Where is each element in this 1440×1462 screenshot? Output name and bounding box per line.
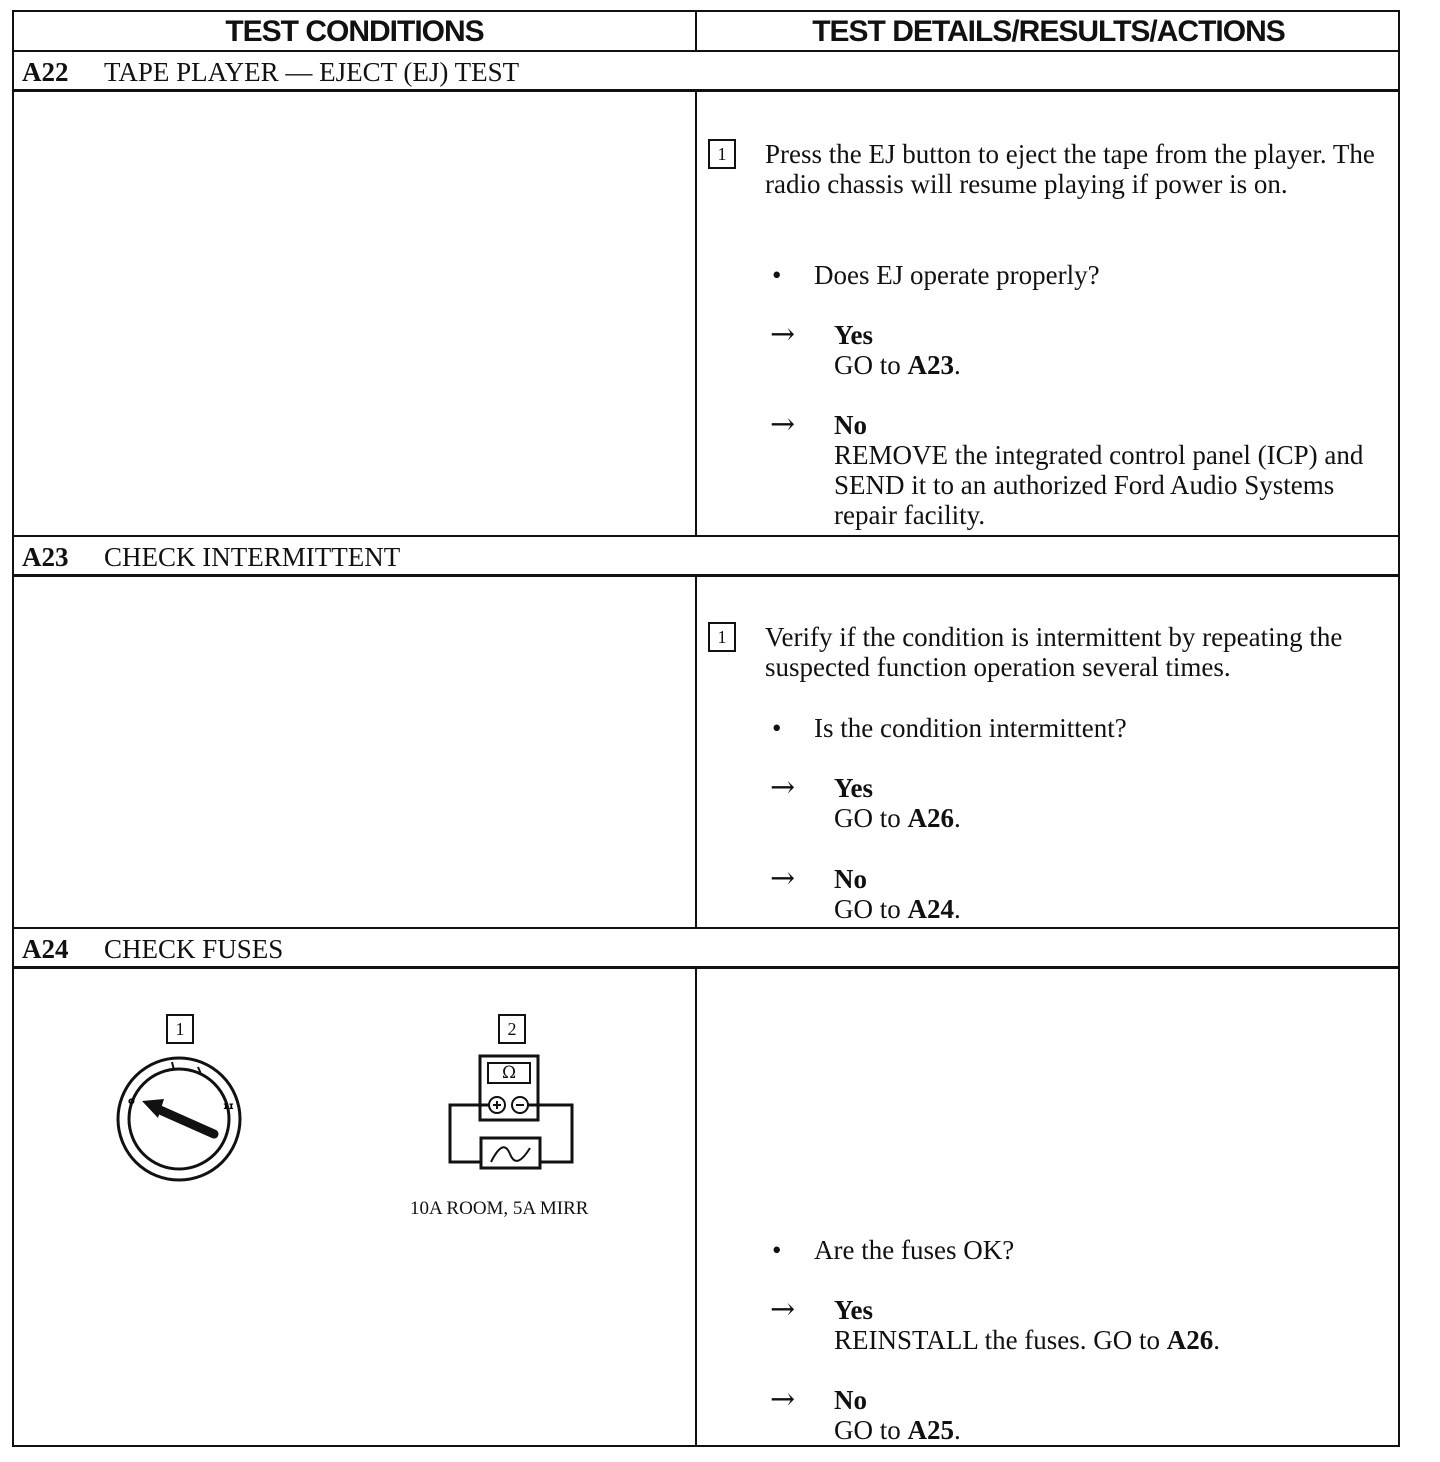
header-test-conditions: TEST CONDITIONS bbox=[225, 15, 484, 48]
answer-yes-label: Yes bbox=[834, 1295, 873, 1325]
header-divider bbox=[695, 12, 697, 52]
answer-yes-action: GO to A26. bbox=[834, 803, 961, 833]
goto-target: A26 bbox=[1166, 1325, 1214, 1355]
section-code: A24 bbox=[22, 934, 69, 964]
step-number-box: 1 bbox=[708, 622, 736, 652]
answer-yes-action: GO to A23. bbox=[834, 350, 961, 380]
section-title: CHECK FUSES bbox=[104, 934, 284, 964]
section-title: CHECK INTERMITTENT bbox=[104, 542, 401, 572]
bullet-icon: • bbox=[772, 260, 782, 290]
step-instruction: Press the EJ button to eject the tape fr… bbox=[765, 139, 1375, 199]
step-number-box: 1 bbox=[708, 139, 736, 169]
section-title: TAPE PLAYER — EJECT (EJ) TEST bbox=[104, 57, 520, 87]
section-code: A23 bbox=[22, 542, 69, 572]
goto-target: A26 bbox=[907, 803, 955, 833]
column-divider bbox=[695, 577, 697, 927]
question-text: Are the fuses OK? bbox=[814, 1235, 1015, 1265]
row-separator bbox=[14, 927, 1398, 929]
answer-yes-action: REINSTALL the fuses. GO to A26. bbox=[834, 1325, 1221, 1355]
arrow-right-icon: → bbox=[770, 1292, 796, 1327]
row-separator bbox=[14, 535, 1398, 537]
arrow-right-icon: → bbox=[770, 317, 796, 352]
question-text: Is the condition intermittent? bbox=[814, 713, 1127, 743]
arrow-right-icon: → bbox=[770, 861, 796, 896]
answer-yes-label: Yes bbox=[834, 320, 873, 350]
figure-caption: 10A ROOM, 5A MIRR bbox=[410, 1198, 589, 1219]
goto-target: A23 bbox=[907, 350, 955, 380]
ignition-switch-icon: o ɪɪ bbox=[116, 1056, 242, 1182]
section-a23-title-bar: A23 CHECK INTERMITTENT bbox=[14, 537, 1398, 577]
step-instruction: Verify if the condition is intermittent … bbox=[765, 622, 1343, 682]
arrow-right-icon: → bbox=[770, 770, 796, 805]
answer-yes-label: Yes bbox=[834, 773, 873, 803]
arrow-right-icon: → bbox=[770, 1382, 796, 1417]
ohmmeter-fuse-diagram bbox=[448, 1054, 574, 1170]
svg-text:ɪɪ: ɪɪ bbox=[223, 1101, 234, 1112]
table-header: TEST CONDITIONS TEST DETAILS/RESULTS/ACT… bbox=[14, 12, 1398, 52]
goto-target: A24 bbox=[907, 894, 955, 924]
answer-no-label: No bbox=[834, 410, 867, 440]
svg-text:o: o bbox=[128, 1096, 135, 1107]
section-a24-title-bar: A24 CHECK FUSES bbox=[14, 929, 1398, 969]
ohm-symbol: Ω bbox=[501, 1063, 517, 1083]
column-divider bbox=[695, 92, 697, 535]
section-a22-title-bar: A22 TAPE PLAYER — EJECT (EJ) TEST bbox=[14, 52, 1398, 92]
bullet-icon: • bbox=[772, 713, 782, 743]
goto-target: A25 bbox=[907, 1415, 955, 1445]
question-text: Does EJ operate properly? bbox=[814, 260, 1100, 290]
figure-number-box: 2 bbox=[498, 1014, 526, 1044]
bullet-icon: • bbox=[772, 1235, 782, 1265]
answer-no-label: No bbox=[834, 864, 867, 894]
answer-no-action: GO to A25. bbox=[834, 1415, 961, 1445]
answer-no-label: No bbox=[834, 1385, 867, 1415]
section-code: A22 bbox=[22, 57, 69, 87]
header-test-details: TEST DETAILS/RESULTS/ACTIONS bbox=[812, 15, 1286, 48]
arrow-right-icon: → bbox=[770, 407, 796, 442]
answer-no-action: REMOVE the integrated control panel (ICP… bbox=[834, 440, 1364, 530]
answer-no-action: GO to A24. bbox=[834, 894, 961, 924]
column-divider bbox=[695, 969, 697, 1447]
figure-number-box: 1 bbox=[166, 1014, 194, 1044]
diagnostic-table: TEST CONDITIONS TEST DETAILS/RESULTS/ACT… bbox=[12, 10, 1400, 1447]
